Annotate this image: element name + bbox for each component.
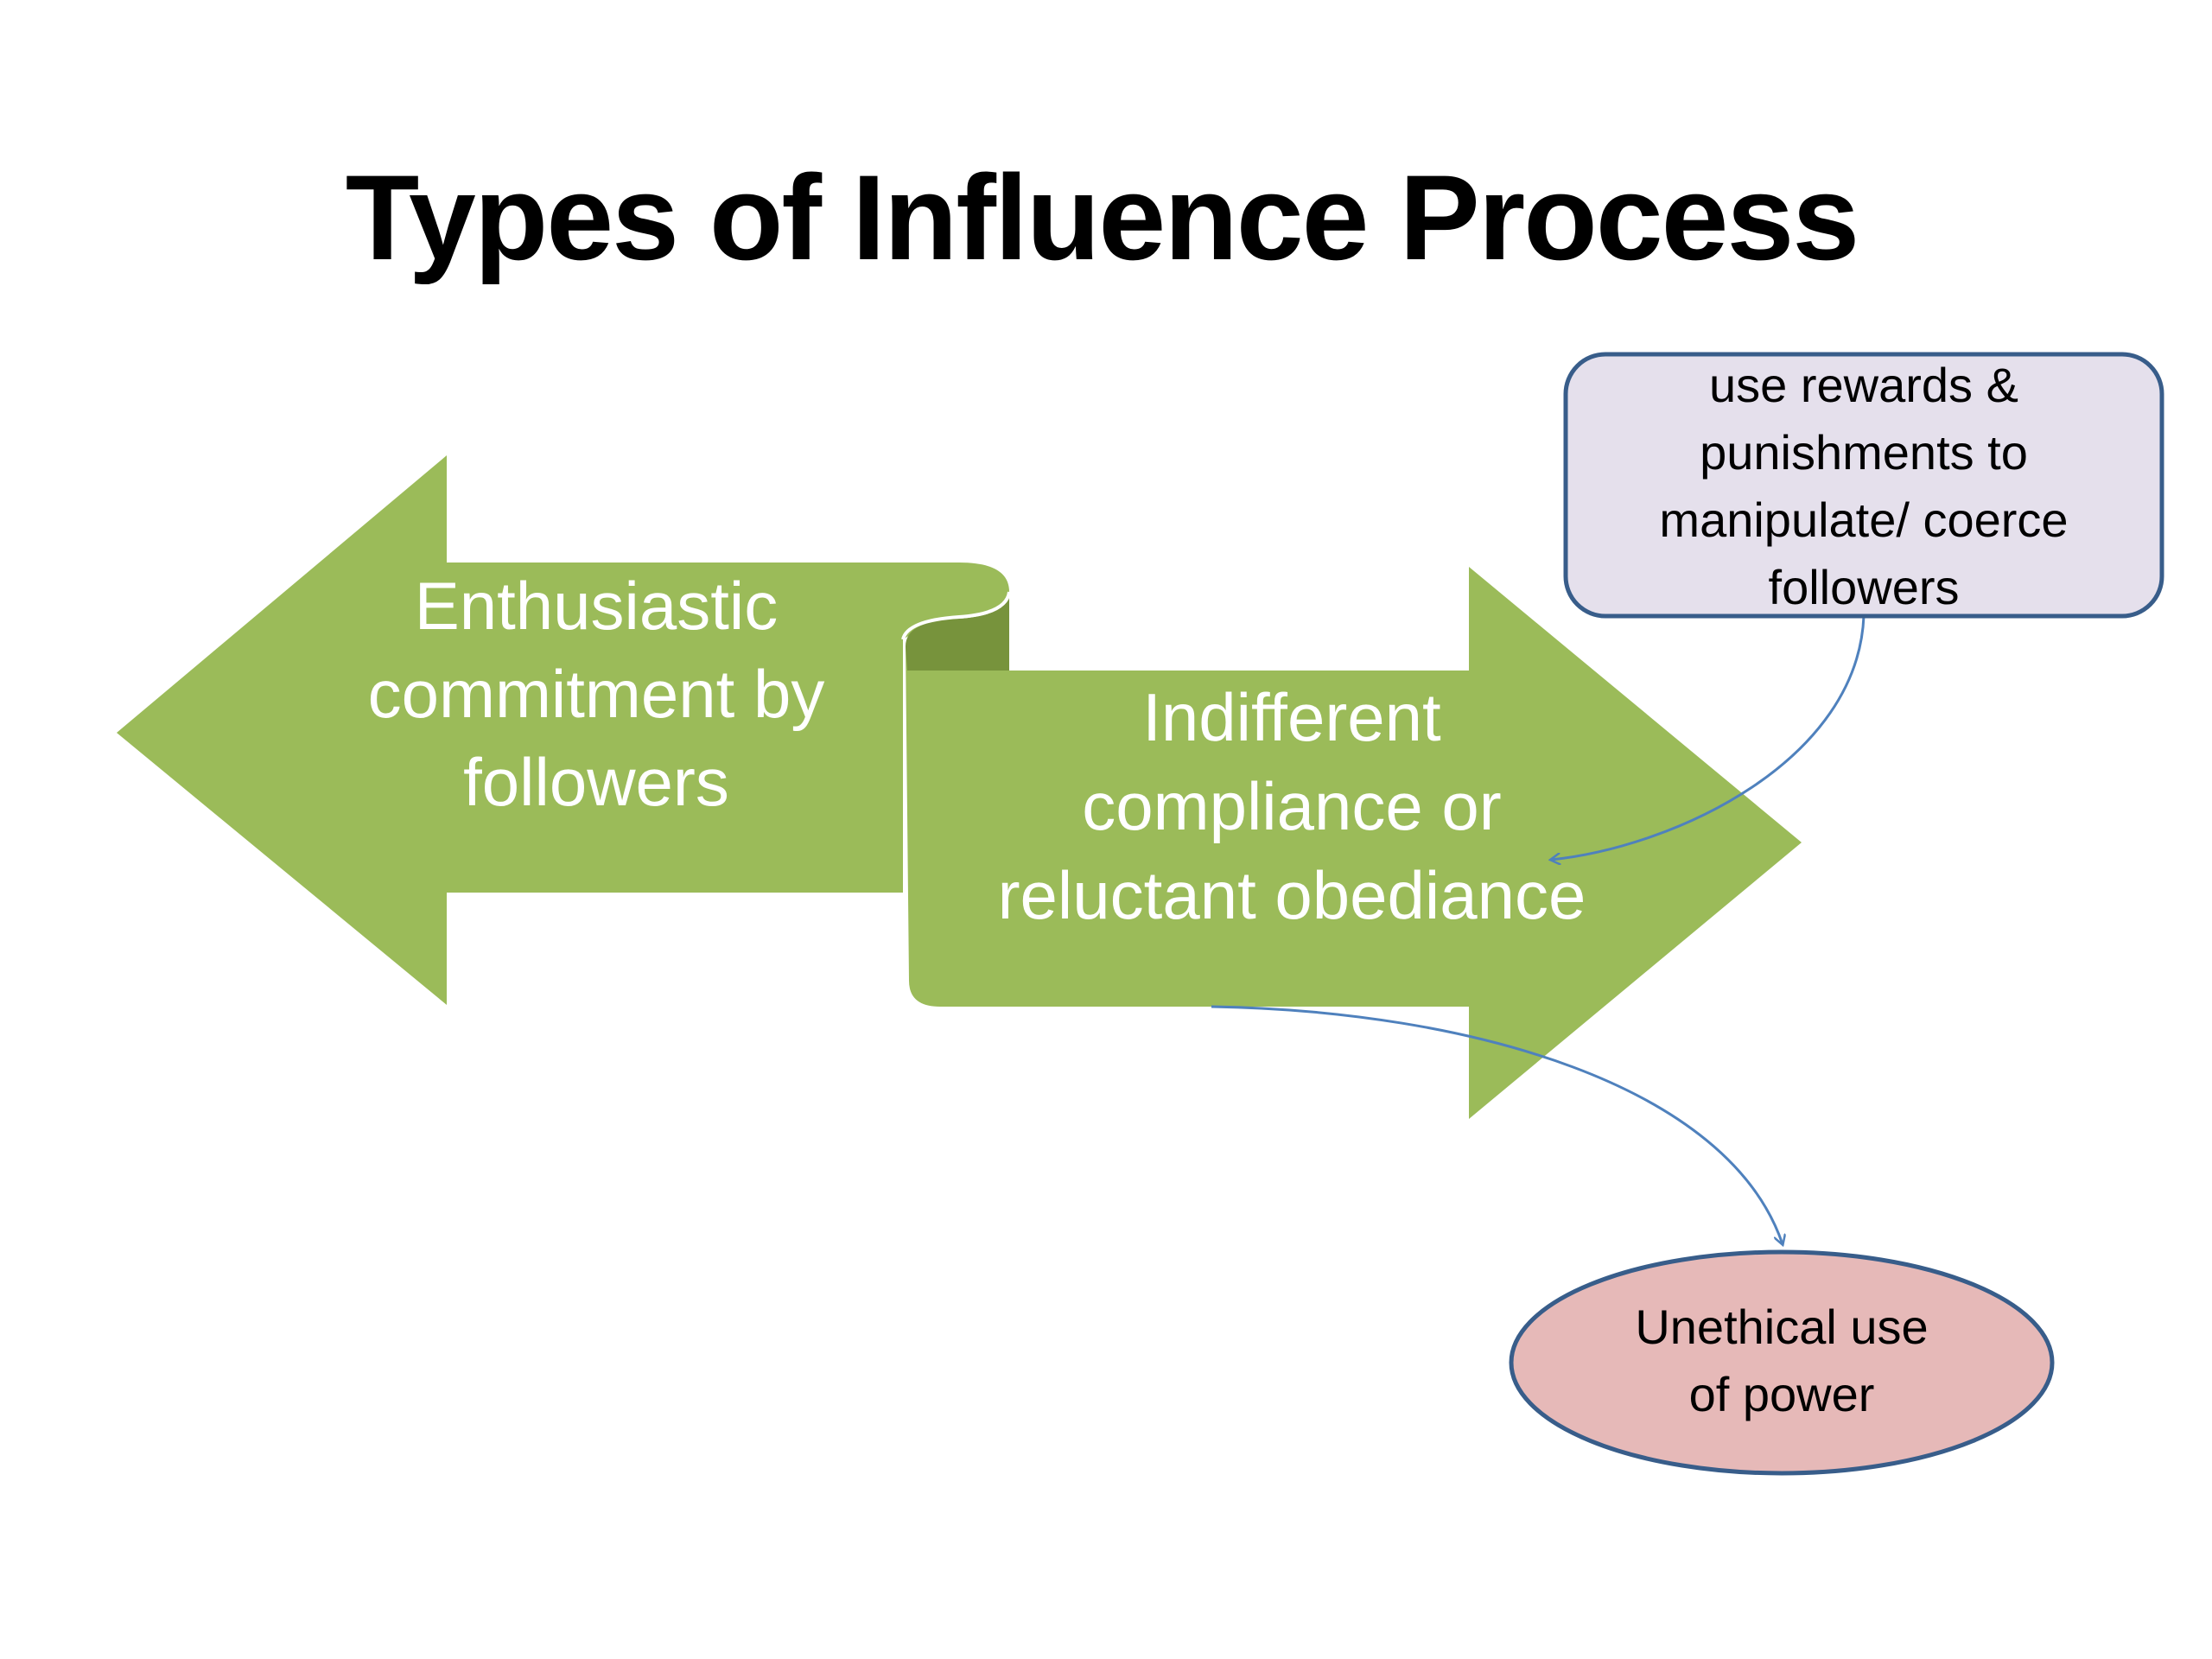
- right-arrow-label: Indifferent compliance or reluctant obed…: [998, 679, 1586, 933]
- left-arrow-line-3: followers: [463, 744, 729, 820]
- right-arrow-line-2: compliance or: [1082, 768, 1502, 844]
- left-arrow-label: Enthusiastic commitment by followers: [368, 568, 825, 820]
- right-arrow-line-1: Indifferent: [1142, 679, 1441, 755]
- oval-frame: [1509, 1249, 2055, 1476]
- left-arrow-line-2: commitment by: [368, 656, 825, 732]
- right-arrow-line-3: reluctant obediance: [998, 857, 1586, 933]
- oval-line-2: of power: [1689, 1367, 1875, 1421]
- note-box: use rewards & punishments to manipulate/…: [1563, 352, 2164, 619]
- oval-shape: Unethical use of power: [1509, 1249, 2055, 1476]
- oval-connector: [1211, 1005, 1783, 1244]
- scroll-fold: [906, 592, 1009, 671]
- left-arrow-shape: [117, 455, 1009, 1005]
- slide-title: Types of Influence Process: [346, 149, 1858, 285]
- scroll-curl: [901, 591, 1011, 640]
- left-arrow-body: [117, 455, 1009, 1005]
- note-box-frame: [1563, 352, 2164, 619]
- left-arrow-line-1: Enthusiastic: [415, 568, 779, 644]
- right-arrow-body: [906, 567, 1802, 1119]
- note-line-4: followers: [1769, 560, 1960, 614]
- note-line-3: manipulate/ coerce: [1659, 493, 2068, 547]
- right-arrow-shape: [901, 567, 1802, 1119]
- oval-line-1: Unethical use: [1635, 1300, 1928, 1354]
- note-line-2: punishments to: [1700, 425, 2028, 480]
- note-line-1: use rewards &: [1709, 358, 2018, 412]
- note-connector: [1551, 615, 1866, 860]
